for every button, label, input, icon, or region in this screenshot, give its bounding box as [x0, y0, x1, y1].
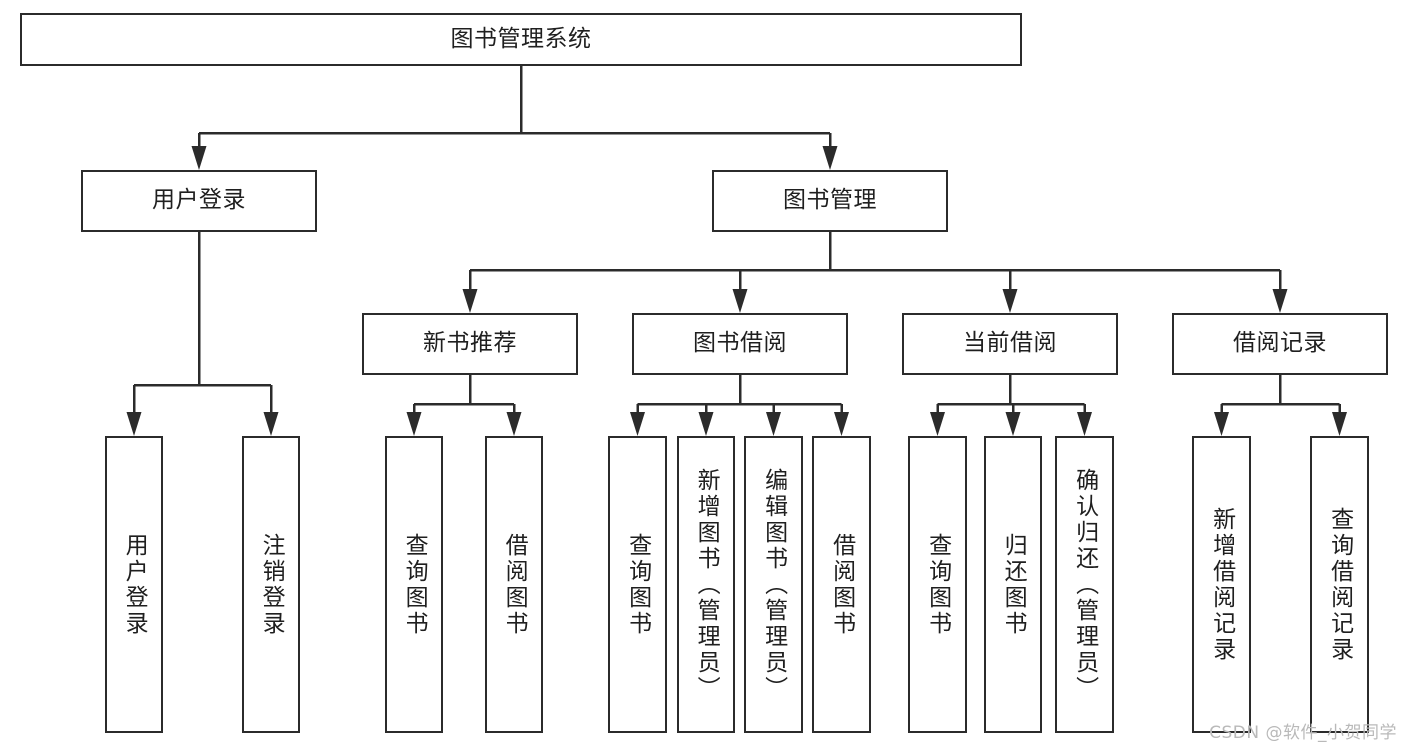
node-leaf-borrow-book-b[interactable]: 借阅图书 — [812, 436, 871, 733]
node-leaf-borrow-book-a[interactable]: 借阅图书 — [485, 436, 543, 733]
node-label: 借阅图书 — [501, 532, 528, 637]
node-leaf-return-book[interactable]: 归还图书 — [984, 436, 1042, 733]
arrowhead-icon — [126, 412, 142, 436]
arrowhead-icon — [834, 412, 849, 436]
node-label: 归还图书 — [1000, 532, 1027, 637]
node-leaf-add-book[interactable]: 新增图书（管理员） — [677, 436, 735, 733]
arrowhead-icon — [506, 412, 522, 436]
node-label: 注销登录 — [258, 532, 285, 637]
node-l2-current-borrow[interactable]: 当前借阅 — [902, 313, 1118, 375]
arrowhead-icon — [462, 289, 478, 313]
node-label: 新增图书（管理员） — [693, 467, 720, 702]
arrowhead-icon — [732, 289, 748, 313]
node-label: 编辑图书（管理员） — [760, 467, 787, 702]
node-leaf-query-record[interactable]: 查询借阅记录 — [1310, 436, 1369, 733]
arrowhead-icon — [1077, 412, 1092, 436]
node-l2-borrow-record[interactable]: 借阅记录 — [1172, 313, 1388, 375]
node-label: 图书管理 — [783, 187, 877, 214]
node-label: 借阅图书 — [828, 532, 855, 637]
arrowhead-icon — [822, 146, 838, 170]
arrowhead-icon — [406, 412, 422, 436]
node-label: 查询图书 — [401, 532, 428, 637]
node-leaf-query-book-c[interactable]: 查询图书 — [908, 436, 967, 733]
arrowhead-icon — [263, 412, 279, 436]
node-l1-user-login[interactable]: 用户登录 — [81, 170, 317, 232]
arrowhead-icon — [1005, 412, 1021, 436]
arrowhead-icon — [1214, 412, 1229, 436]
arrowhead-icon — [766, 412, 781, 436]
node-label: 新书推荐 — [423, 330, 517, 357]
node-leaf-edit-book[interactable]: 编辑图书（管理员） — [744, 436, 803, 733]
node-label: 新增借阅记录 — [1208, 506, 1235, 663]
node-l2-new-book-rec[interactable]: 新书推荐 — [362, 313, 578, 375]
node-label: 图书借阅 — [693, 330, 787, 357]
node-label: 确认归还（管理员） — [1071, 467, 1098, 702]
node-label: 查询图书 — [924, 532, 951, 637]
node-label: 借阅记录 — [1233, 330, 1327, 357]
arrowhead-icon — [930, 412, 945, 436]
node-label: 查询借阅记录 — [1326, 506, 1353, 663]
node-l2-book-borrow[interactable]: 图书借阅 — [632, 313, 848, 375]
arrowhead-icon — [1332, 412, 1347, 436]
node-label: 当前借阅 — [963, 330, 1057, 357]
node-leaf-user-login[interactable]: 用户登录 — [105, 436, 163, 733]
node-leaf-confirm-return[interactable]: 确认归还（管理员） — [1055, 436, 1114, 733]
node-leaf-query-book-b[interactable]: 查询图书 — [608, 436, 667, 733]
arrowhead-icon — [630, 412, 645, 436]
node-leaf-query-book-a[interactable]: 查询图书 — [385, 436, 443, 733]
node-label: 查询图书 — [624, 532, 651, 637]
node-root[interactable]: 图书管理系统 — [20, 13, 1022, 66]
arrowhead-icon — [1272, 289, 1288, 313]
node-label: 用户登录 — [121, 532, 148, 637]
arrowhead-icon — [191, 146, 207, 170]
node-leaf-user-logout[interactable]: 注销登录 — [242, 436, 300, 733]
arrowhead-icon — [698, 412, 714, 436]
node-label: 用户登录 — [152, 187, 246, 214]
arrowhead-icon — [1002, 289, 1018, 313]
node-leaf-add-record[interactable]: 新增借阅记录 — [1192, 436, 1251, 733]
node-label: 图书管理系统 — [450, 25, 592, 52]
node-l1-book-manage[interactable]: 图书管理 — [712, 170, 948, 232]
